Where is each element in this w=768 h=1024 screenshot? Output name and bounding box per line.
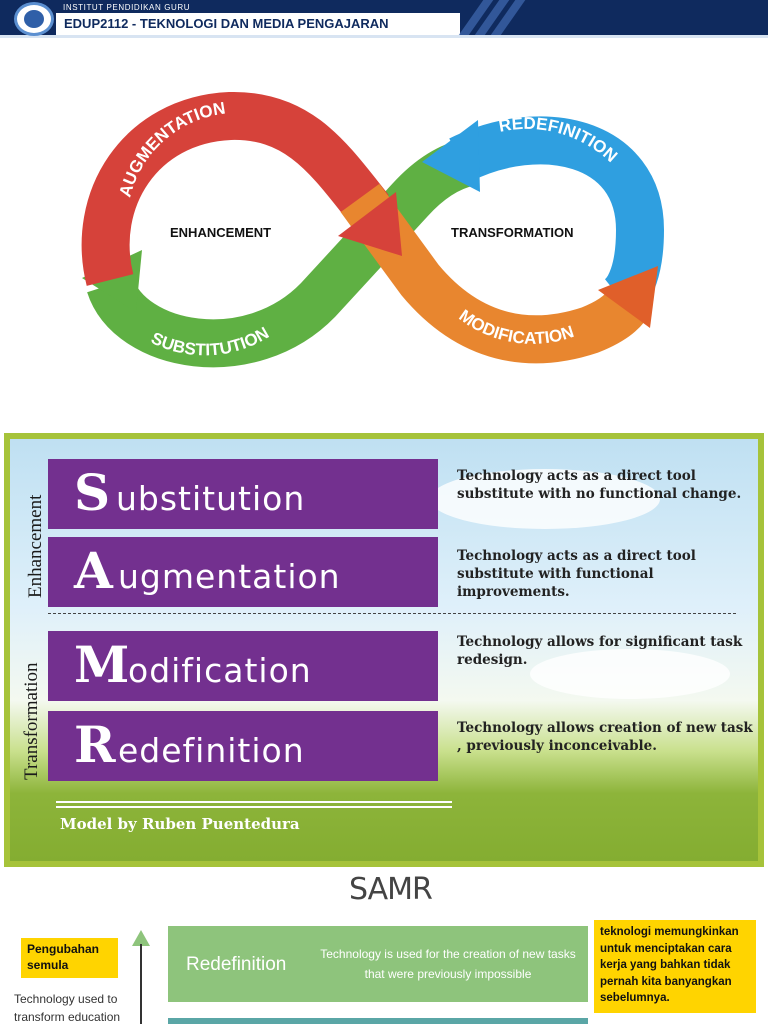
augmentation-letter: A [74, 541, 113, 600]
augmentation-box: A ugmentation [48, 537, 438, 607]
samr-title: SAMR [349, 872, 433, 907]
augmentation-band [81, 91, 389, 286]
redefinition-letter: R [74, 715, 116, 774]
next-level-bar [168, 1018, 588, 1024]
redefinition-bar: Redefinition Technology is used for the … [168, 926, 588, 1002]
augmentation-arrowhead [338, 192, 402, 256]
substitution-word: ubstitution [116, 479, 306, 518]
institution-name: INSTITUT PENDIDIKAN GURU [63, 3, 191, 12]
modification-box: M odification [48, 631, 438, 701]
modification-arrowhead [598, 266, 658, 328]
cloud [530, 649, 730, 699]
substitution-description: Technology acts as a direct tool substit… [457, 468, 742, 502]
left-note-box: Pengubahan semula [21, 938, 118, 978]
modification-band [340, 183, 652, 364]
augmentation-description: Technology acts as a direct tool substit… [457, 548, 696, 600]
redefinition-box: R edefinition [48, 711, 438, 781]
redefinition-bar-label: Redefinition [186, 954, 287, 975]
left-caption-line: transform education [14, 1010, 121, 1024]
redefinition-band [449, 116, 665, 317]
enhancement-transformation-divider [48, 613, 736, 614]
substitution-band [87, 138, 476, 368]
cloud [430, 469, 660, 529]
left-caption-line: Technology used to [14, 992, 118, 1006]
augmentation-word: ugmentation [118, 557, 341, 596]
substitution-letter: S [74, 463, 111, 522]
redefinition-word: edefinition [118, 731, 305, 770]
redefinition-description: Technology allows creation of new task ,… [457, 720, 753, 754]
samr-model-panel: Enhancement Transformation S ubstitution… [4, 433, 764, 867]
credit-rule [56, 801, 452, 803]
modification-letter: M [74, 635, 130, 694]
institution-logo [14, 2, 54, 36]
header-bar: INSTITUT PENDIDIKAN GURU EDUP2112 - TEKN… [0, 0, 768, 38]
transformation-center-label: TRANSFORMATION [451, 225, 574, 240]
up-arrow-shaft [140, 944, 142, 1024]
redefinition-bar-text: Technology is used for the creation of n… [320, 947, 576, 981]
right-note-box: teknologi memungkinkan untuk menciptakan… [594, 920, 756, 1013]
transformation-axis-label: Transformation [21, 662, 42, 780]
redefinition-arrowhead [422, 120, 480, 192]
modification-word: odification [128, 651, 312, 690]
samr-infinity-diagram: AUGMENTATION SUBSTITUTION REDEFINITION M… [81, 91, 665, 368]
substitution-box: S ubstitution [48, 459, 438, 529]
model-credit: Model by Ruben Puentedura [60, 815, 300, 833]
logo-mark [24, 10, 44, 28]
course-title: EDUP2112 - TEKNOLOGI DAN MEDIA PENGAJARA… [64, 16, 389, 31]
course-title-strip [56, 13, 460, 36]
header-stripe [0, 35, 768, 38]
up-arrow-icon [132, 930, 150, 946]
modification-description: Technology allows for significant task r… [457, 634, 743, 668]
left-caption: Technology used to transform education [14, 990, 120, 1024]
credit-rule [56, 806, 452, 808]
enhancement-center-label: ENHANCEMENT [170, 225, 271, 240]
enhancement-axis-label: Enhancement [25, 494, 46, 598]
